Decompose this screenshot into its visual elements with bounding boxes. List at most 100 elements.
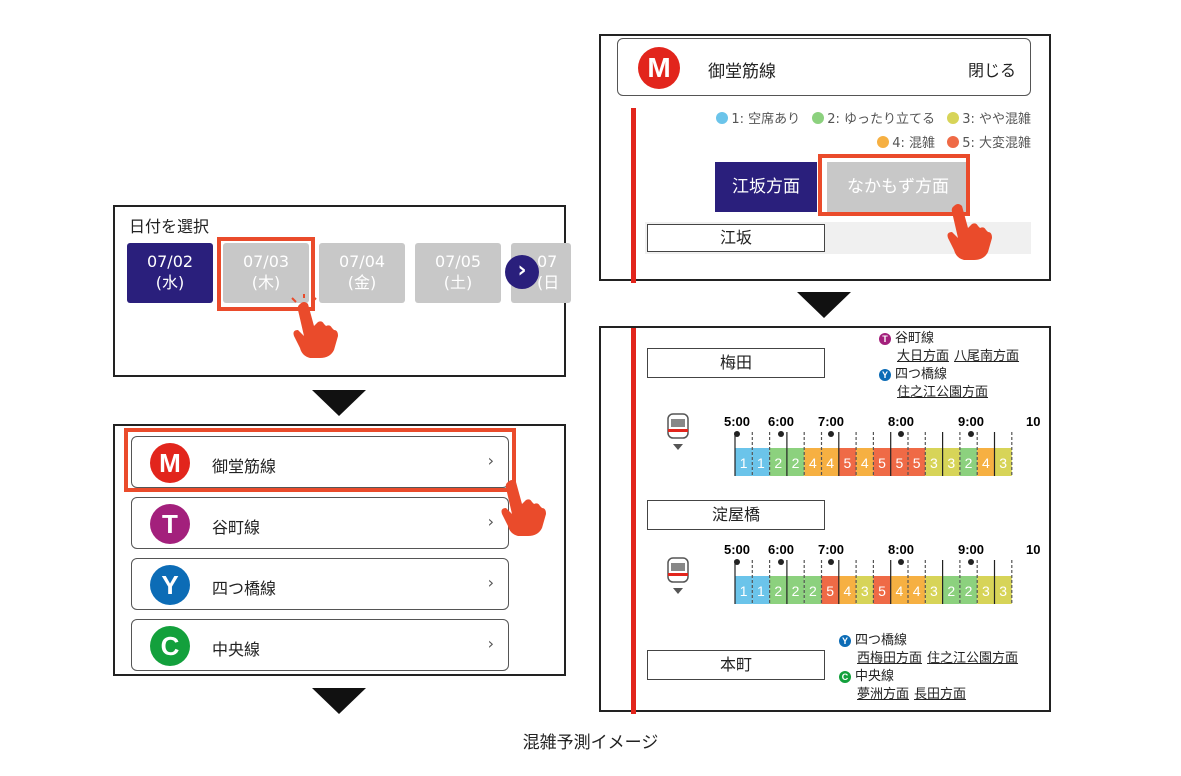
transfer-line-name: 四つ橋線 bbox=[895, 367, 948, 382]
time-label: 5:00 bbox=[724, 414, 750, 429]
transfer-direction-link[interactable]: 住之江公園方面 bbox=[927, 651, 1019, 666]
congestion-cell bbox=[821, 448, 839, 476]
congestion-cell bbox=[994, 576, 1012, 604]
congestion-level-label: 3 bbox=[947, 455, 955, 471]
congestion-level-label: 4 bbox=[982, 455, 990, 471]
station-name-esaka[interactable]: 江坂 bbox=[647, 224, 825, 252]
congestion-cell bbox=[994, 448, 1012, 476]
congestion-level-label: 5 bbox=[895, 455, 903, 471]
congestion-level-label: 3 bbox=[930, 583, 938, 599]
date-button-0703[interactable]: 07/03 (木) bbox=[223, 243, 309, 303]
time-tick bbox=[828, 559, 834, 565]
congestion-cell bbox=[959, 448, 978, 476]
congestion-legend: 1: 空席あり 2: ゆったり立てる 3: やや混雑 bbox=[708, 108, 1031, 127]
congestion-level-label: 2 bbox=[965, 583, 973, 599]
congestion-level-label: 1 bbox=[740, 583, 748, 599]
direction-button-esaka[interactable]: 江坂方面 bbox=[715, 162, 817, 212]
congestion-level-label: 1 bbox=[740, 455, 748, 471]
transfer-line-name: 中央線 bbox=[855, 669, 895, 684]
flow-arrow bbox=[797, 292, 851, 318]
time-label: 8:00 bbox=[888, 414, 914, 429]
tap-hand-icon bbox=[501, 480, 546, 536]
congestion-cell bbox=[925, 576, 943, 604]
congestion-cell bbox=[977, 448, 995, 476]
line-name: 中央線 bbox=[212, 640, 261, 659]
congestion-cell bbox=[752, 576, 770, 604]
date-select-title: 日付を選択 bbox=[129, 217, 210, 236]
legend-item-4: 4: 混雑 bbox=[877, 132, 935, 151]
time-label: 8:00 bbox=[888, 542, 914, 557]
congestion-level-label: 4 bbox=[844, 583, 852, 599]
date-button-0702[interactable]: 07/02 (水) bbox=[127, 243, 213, 303]
time-label: 7:00 bbox=[818, 542, 844, 557]
train-icon bbox=[667, 413, 689, 450]
next-dates-button[interactable]: › bbox=[505, 255, 539, 289]
weekday-label: (水) bbox=[155, 273, 185, 292]
congestion-level-label: 1 bbox=[757, 583, 765, 599]
legend-item-5: 5: 大変混雑 bbox=[947, 132, 1031, 151]
date-button-0705[interactable]: 07/05 (土) bbox=[415, 243, 501, 303]
congestion-level-label: 5 bbox=[844, 455, 852, 471]
midosuji-line-icon: M bbox=[150, 443, 190, 483]
congestion-cell bbox=[856, 576, 874, 604]
congestion-level-label: 5 bbox=[826, 583, 834, 599]
transfer-direction-link[interactable]: 大日方面 bbox=[897, 349, 950, 364]
transfer-line-name: 四つ橋線 bbox=[855, 633, 908, 648]
date-select-panel: 日付を選択 07/02 (水) 07/03 (木) 07/04 (金) 07/0… bbox=[113, 205, 571, 377]
line-item-yotsubashi[interactable]: Y 四つ橋線 › bbox=[131, 558, 509, 610]
transfer-direction-link[interactable]: 西梅田方面 bbox=[857, 651, 923, 666]
time-tick bbox=[828, 431, 834, 437]
congestion-cell bbox=[838, 448, 857, 476]
congestion-level-label: 2 bbox=[947, 583, 955, 599]
congestion-cell bbox=[735, 576, 753, 604]
congestion-level-label: 2 bbox=[792, 583, 800, 599]
station-name-hommachi[interactable]: 本町 bbox=[647, 650, 825, 680]
date-label: 07/02 bbox=[146, 252, 194, 271]
direction-button-nakamozu[interactable]: なかもず方面 bbox=[827, 162, 969, 212]
congestion-cell bbox=[890, 448, 908, 476]
congestion-level-label: 2 bbox=[965, 455, 973, 471]
line-detail-title: 御堂筋線 bbox=[708, 62, 776, 82]
date-label: 07 bbox=[537, 252, 558, 271]
time-label: 6:00 bbox=[768, 414, 794, 429]
transfer-direction-link[interactable]: 夢洲方面 bbox=[857, 687, 910, 702]
line-route-bar bbox=[631, 328, 636, 714]
transfer-direction-link[interactable]: 八尾南方面 bbox=[954, 349, 1020, 364]
date-button-0706-partial[interactable]: 07 (日 bbox=[511, 243, 571, 303]
congestion-level-label: 5 bbox=[878, 583, 886, 599]
station-name-yodoyabashi[interactable]: 淀屋橋 bbox=[647, 500, 825, 530]
congestion-level-label: 5 bbox=[878, 455, 886, 471]
chevron-right-icon: › bbox=[487, 512, 494, 531]
line-name: 谷町線 bbox=[212, 518, 261, 537]
flow-arrow bbox=[312, 390, 366, 416]
congestion-level-label: 2 bbox=[792, 455, 800, 471]
date-label: 07/04 bbox=[338, 252, 386, 271]
line-item-tanimachi[interactable]: T 谷町線 › bbox=[131, 497, 509, 549]
congestion-cell bbox=[942, 448, 960, 476]
time-tick bbox=[968, 559, 974, 565]
date-button-0704[interactable]: 07/04 (金) bbox=[319, 243, 405, 303]
time-tick bbox=[778, 559, 784, 565]
legend-item-3: 3: やや混雑 bbox=[947, 108, 1031, 127]
time-label: 7:00 bbox=[818, 414, 844, 429]
time-label: 6:00 bbox=[768, 542, 794, 557]
transfer-direction-link[interactable]: 住之江公園方面 bbox=[897, 385, 989, 400]
line-item-midosuji[interactable]: M 御堂筋線 › bbox=[131, 436, 509, 488]
line-route-bar bbox=[631, 108, 636, 283]
figure-caption: 混雑予測イメージ bbox=[522, 733, 659, 753]
line-item-chuo[interactable]: C 中央線 › bbox=[131, 619, 509, 671]
congestion-cell bbox=[821, 576, 839, 604]
flow-arrow bbox=[312, 688, 366, 714]
weekday-label: (木) bbox=[251, 273, 281, 292]
time-tick bbox=[898, 559, 904, 565]
legend-item-1: 1: 空席あり bbox=[716, 108, 800, 127]
congestion-level-label: 3 bbox=[982, 583, 990, 599]
transfer-direction-link[interactable]: 長田方面 bbox=[914, 687, 967, 702]
congestion-cell bbox=[873, 448, 891, 476]
close-button[interactable]: 閉じる bbox=[967, 61, 1016, 80]
time-tick bbox=[778, 431, 784, 437]
station-name-umeda[interactable]: 梅田 bbox=[647, 348, 825, 378]
